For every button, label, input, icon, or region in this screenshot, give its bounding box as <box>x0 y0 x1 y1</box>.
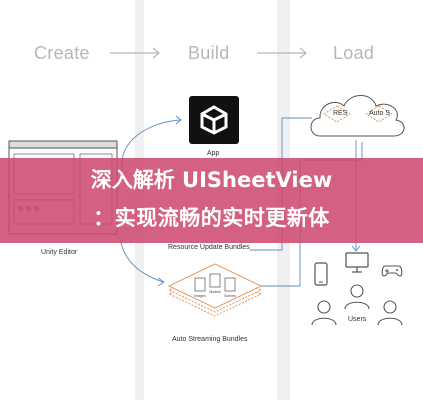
resource-update-bundles-label: Resource Update Bundles <box>168 244 250 251</box>
users-label: Users <box>348 316 367 323</box>
title-banner <box>0 158 423 243</box>
unity-logo-icon <box>200 105 228 135</box>
unity-app-icon <box>189 96 239 144</box>
monitor-icon <box>345 252 369 273</box>
user-icon <box>377 300 403 326</box>
phone-icon <box>314 262 328 286</box>
user-icon <box>311 300 337 326</box>
bundle-item-models: Models <box>209 290 221 294</box>
stage-create-label: Create <box>34 43 90 63</box>
user-icon <box>344 284 370 310</box>
auto-streaming-bundles-stack: Images Models Scenes <box>167 263 263 317</box>
gamepad-icon <box>381 265 403 277</box>
unity-editor-label: Unity Editor <box>41 249 78 256</box>
cloud-icon <box>310 95 405 137</box>
auto-streaming-bundles-label: Auto Streaming Bundles <box>172 336 248 343</box>
cloud-res-label: RES <box>333 110 348 117</box>
stage-load-label: Load <box>333 43 375 63</box>
cloud-auto-label: Auto S <box>369 110 391 117</box>
bundle-item-scenes: Scenes <box>224 294 236 298</box>
banner-title-line1: 深入解析 UISheetView <box>90 168 333 192</box>
build-to-load-arrow <box>257 47 307 59</box>
create-to-build-arrow <box>110 47 160 59</box>
bundle-item-images: Images <box>194 294 206 298</box>
banner-title-line2: ：实现流畅的实时更新体 <box>93 206 330 230</box>
app-label: App <box>207 150 220 157</box>
stage-build-label: Build <box>188 43 230 63</box>
